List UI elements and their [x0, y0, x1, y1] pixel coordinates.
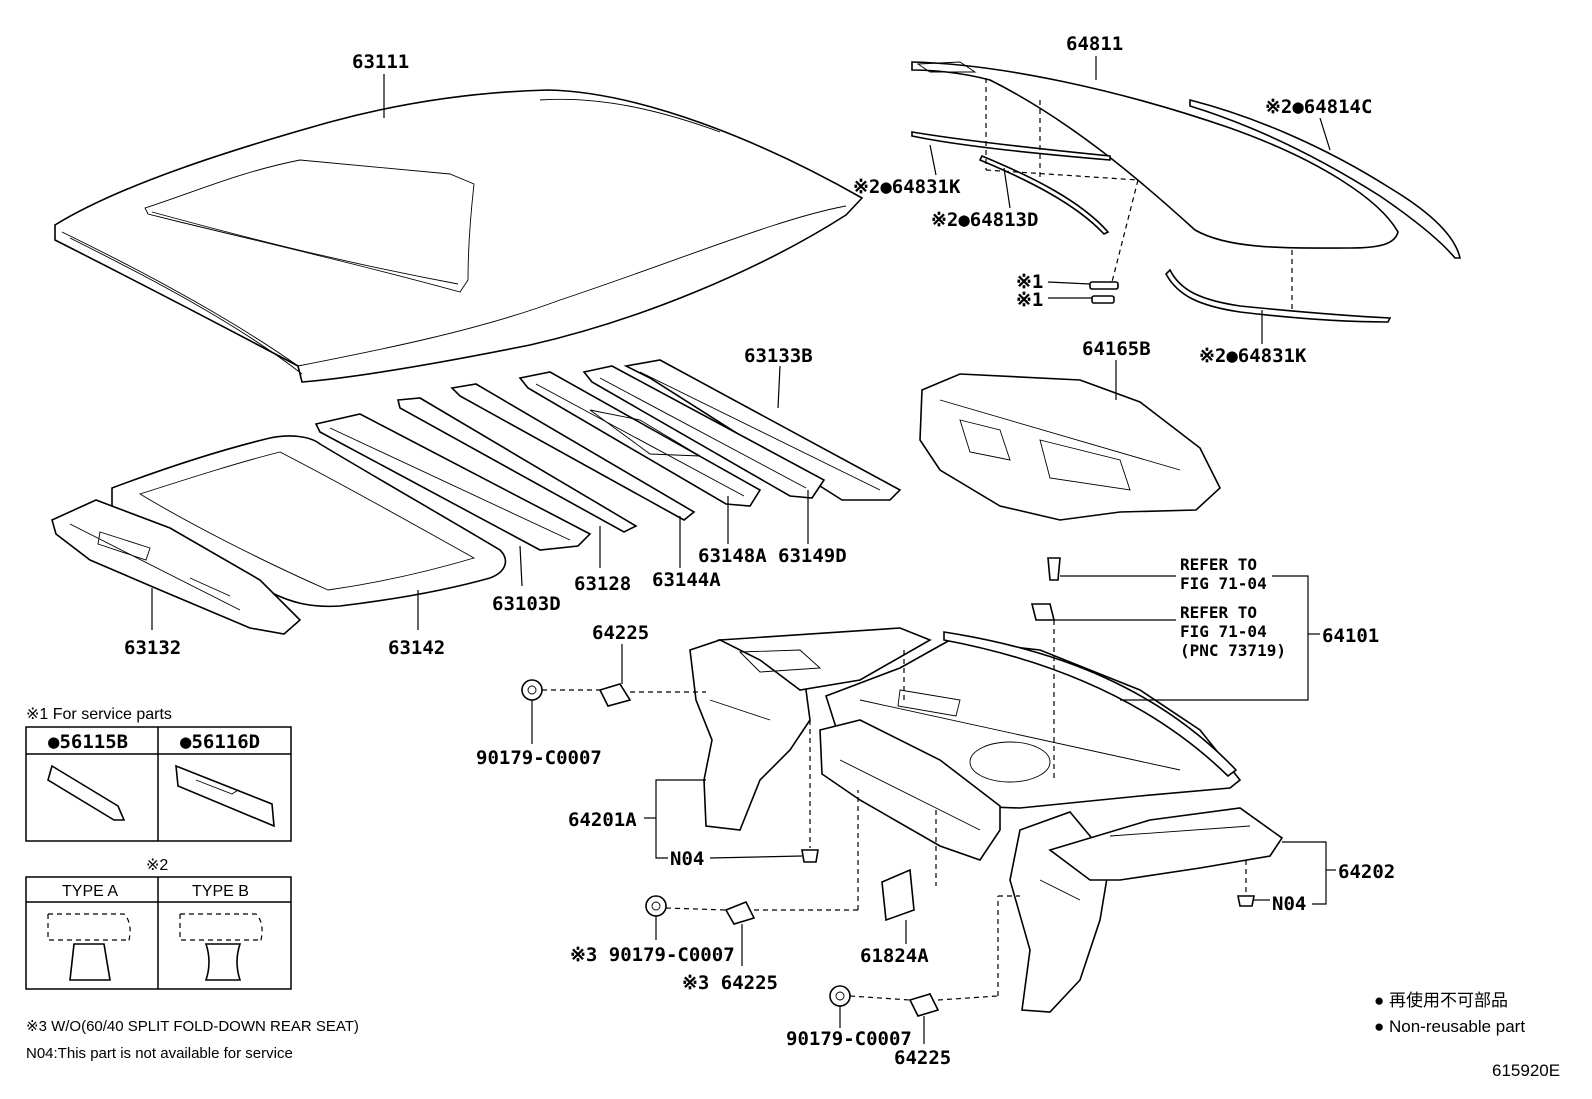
refer-to-1-line1[interactable]: REFER TO [1180, 555, 1257, 574]
service-box-col-b: ●56116D [180, 731, 260, 753]
silencer-pad-drawing [919, 373, 1221, 521]
label-63149D[interactable]: 63149D [778, 545, 847, 567]
label-N04-left[interactable]: N04 [670, 848, 704, 870]
fasteners-drawing [521, 557, 1255, 1017]
service-parts-box: ※1 For service parts ●56115B ●56116D [25, 706, 292, 842]
refer-to-2-line2[interactable]: FIG 71-04 [1180, 622, 1267, 641]
refer-to-1-line2[interactable]: FIG 71-04 [1180, 574, 1267, 593]
legend-english: ● Non-reusable part [1374, 1017, 1525, 1036]
type-b-label: TYPE B [192, 883, 249, 900]
service-part-a-icon [47, 764, 126, 821]
left-pillar-drawing [689, 627, 932, 831]
label-63144A[interactable]: 63144A [652, 569, 721, 591]
footnotes: ※3 W/O(60/40 SPLIT FOLD-DOWN REAR SEAT) … [26, 1018, 359, 1062]
note-split-seat: ※3 W/O(60/40 SPLIT FOLD-DOWN REAR SEAT) [26, 1018, 359, 1035]
label-63132[interactable]: 63132 [124, 637, 181, 659]
label-63111[interactable]: 63111 [352, 51, 409, 73]
back-glass-drawing [911, 61, 1462, 323]
legend: ● 再使用不可部品 ● Non-reusable part [1374, 990, 1525, 1036]
label-service-mark-1a[interactable]: ※1 [1016, 271, 1043, 293]
front-header-drawing [51, 499, 302, 635]
label-service-mark-1b[interactable]: ※1 [1016, 289, 1043, 311]
label-64202[interactable]: 64202 [1338, 861, 1395, 883]
figure-id: 615920E [1492, 1061, 1560, 1080]
roof-bows-drawing [314, 359, 902, 551]
note-N04: N04:This part is not available for servi… [26, 1045, 293, 1062]
label-64225-bottom[interactable]: 64225 [894, 1047, 951, 1069]
label-63128[interactable]: 63128 [574, 573, 631, 595]
label-63148A[interactable]: 63148A [698, 545, 767, 567]
right-pillar-drawing [1009, 807, 1284, 1013]
type-box: ※2 TYPE A TYPE B [25, 857, 292, 990]
label-64831K-lower[interactable]: ※2●64831K [1199, 345, 1307, 367]
part-labels: 63111 64811 ※2●64814C ※2●64831K ※2●64813… [124, 33, 1395, 1069]
label-64814C[interactable]: ※2●64814C [1265, 96, 1372, 118]
type-box-title: ※2 [146, 857, 168, 874]
label-64201A[interactable]: 64201A [568, 809, 637, 831]
label-90179-bottom[interactable]: 90179-C0007 [786, 1028, 912, 1050]
service-box-col-a: ●56115B [48, 731, 128, 753]
label-64101[interactable]: 64101 [1322, 625, 1379, 647]
label-61824A[interactable]: 61824A [860, 945, 929, 967]
leader-lines [151, 56, 1336, 1044]
service-part-b-icon [175, 764, 275, 828]
label-63133B[interactable]: 63133B [744, 345, 813, 367]
dashed-reference-lines [542, 78, 1293, 1001]
label-64165B[interactable]: 64165B [1082, 338, 1151, 360]
label-64225-mid[interactable]: ※3 64225 [682, 972, 778, 994]
type-a-label: TYPE A [62, 883, 118, 900]
rear-panel-drawing [819, 631, 1242, 861]
label-63103D[interactable]: 63103D [492, 593, 561, 615]
legend-japanese: ● 再使用不可部品 [1374, 990, 1508, 1010]
label-64225-top[interactable]: 64225 [592, 622, 649, 644]
label-N04-right[interactable]: N04 [1272, 893, 1306, 915]
label-64831K-upper[interactable]: ※2●64831K [853, 176, 961, 198]
label-63142[interactable]: 63142 [388, 637, 445, 659]
label-90179-mid[interactable]: ※3 90179-C0007 [570, 944, 735, 966]
roof-panel-drawing [54, 89, 864, 383]
label-64811[interactable]: 64811 [1066, 33, 1123, 55]
service-box-title: ※1 For service parts [26, 706, 172, 723]
label-90179-top[interactable]: 90179-C0007 [476, 747, 602, 769]
refer-to-2-line3[interactable]: (PNC 73719) [1180, 641, 1286, 660]
refer-to-2-line1[interactable]: REFER TO [1180, 603, 1257, 622]
label-64813D[interactable]: ※2●64813D [931, 209, 1038, 231]
